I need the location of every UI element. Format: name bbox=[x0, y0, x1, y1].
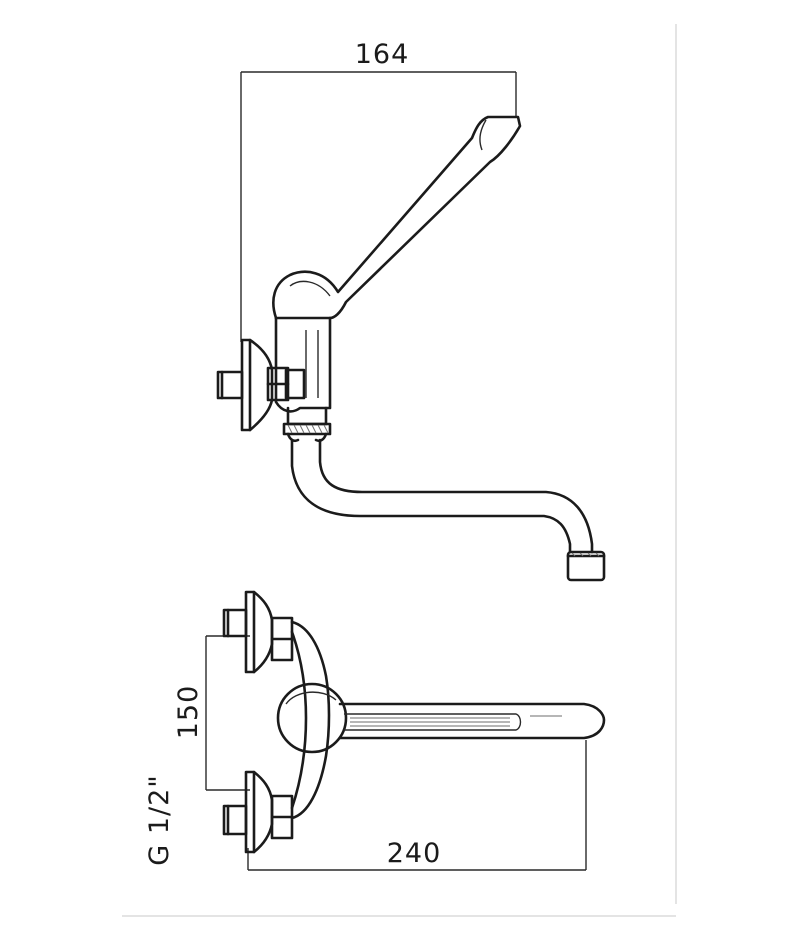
spout-connector bbox=[282, 406, 332, 443]
front-view-height-dimension: 150 bbox=[173, 635, 250, 791]
swivel-spout bbox=[290, 438, 606, 582]
front-lever bbox=[338, 702, 606, 740]
dimension-240-label: 240 bbox=[387, 838, 442, 869]
handle-disc bbox=[276, 682, 348, 754]
mixer-body-front bbox=[290, 620, 331, 820]
top-view-width-dimension: 164 bbox=[240, 39, 517, 342]
dimension-164-label: 164 bbox=[355, 39, 410, 70]
front-view: 150 G 1/2" 240 bbox=[144, 590, 606, 871]
lever-handle bbox=[272, 115, 522, 320]
inlet-nut bbox=[216, 366, 306, 402]
front-view-length-dimension: 240 bbox=[247, 740, 587, 871]
thread-size-label: G 1/2" bbox=[144, 774, 175, 865]
dimension-150-label: 150 bbox=[173, 685, 204, 740]
top-view: 164 bbox=[216, 39, 606, 582]
lower-connection bbox=[222, 770, 294, 854]
upper-connection bbox=[222, 590, 294, 674]
